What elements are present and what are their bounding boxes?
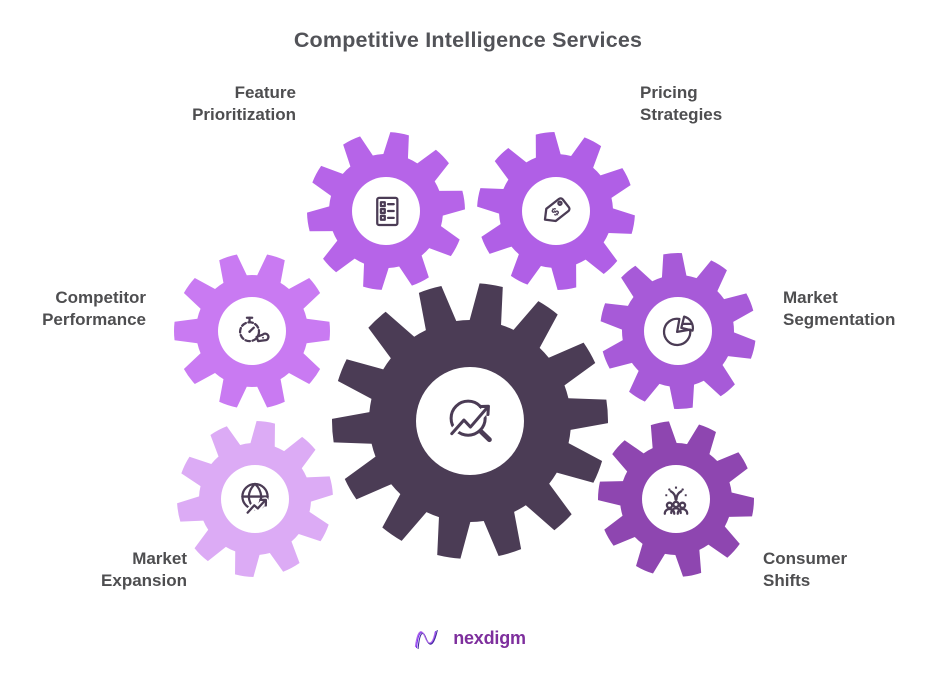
consumer-shifts-label-line: Shifts xyxy=(763,571,811,590)
feature-prioritization-label-line: Prioritization xyxy=(192,105,296,124)
market-expansion-gear-hub xyxy=(221,465,289,533)
pricing-strategies-gear: $ xyxy=(477,132,635,290)
feature-prioritization-gear xyxy=(307,132,465,290)
checklist-icon xyxy=(376,196,399,227)
market-segmentation-label-line: Segmentation xyxy=(783,310,896,329)
page-title: Competitive Intelligence Services xyxy=(293,28,643,52)
pricing-strategies-label-line: Pricing xyxy=(640,83,698,102)
feature-prioritization-label-line: Feature xyxy=(234,83,296,102)
market-segmentation-label-line: Market xyxy=(783,288,838,307)
crowd-shift-icon xyxy=(663,486,689,515)
globe-arrow-icon xyxy=(241,482,269,516)
search-trend-icon xyxy=(447,399,492,443)
pie-chart-icon xyxy=(662,315,694,347)
competitor-performance-gear-hub xyxy=(218,297,286,365)
market-expansion-label-line: Market xyxy=(132,549,187,568)
competitor-performance-gear xyxy=(174,254,330,408)
consumer-shifts-label-line: Consumer xyxy=(763,549,848,568)
pricing-strategies-label-line: Strategies xyxy=(640,105,723,124)
competitor-performance-label-line: Performance xyxy=(42,310,146,329)
nexdigm-n-icon xyxy=(414,630,438,650)
feature-prioritization-gear-hub xyxy=(352,177,420,245)
competitor-performance-label-line: Competitor xyxy=(55,288,146,307)
nexdigm-logo: nexdigm xyxy=(410,621,526,655)
nexdigm-logo-text: nexdigm xyxy=(453,627,526,648)
stopwatch-icon xyxy=(238,316,270,343)
market-expansion-label-line: Expansion xyxy=(101,571,187,590)
pricing-strategies-gear-hub xyxy=(522,177,590,245)
competitive-intelligence-core-gear xyxy=(332,283,608,559)
consumer-shifts-gear xyxy=(598,421,754,577)
market-expansion-gear xyxy=(177,421,333,577)
market-segmentation-gear xyxy=(600,253,756,409)
